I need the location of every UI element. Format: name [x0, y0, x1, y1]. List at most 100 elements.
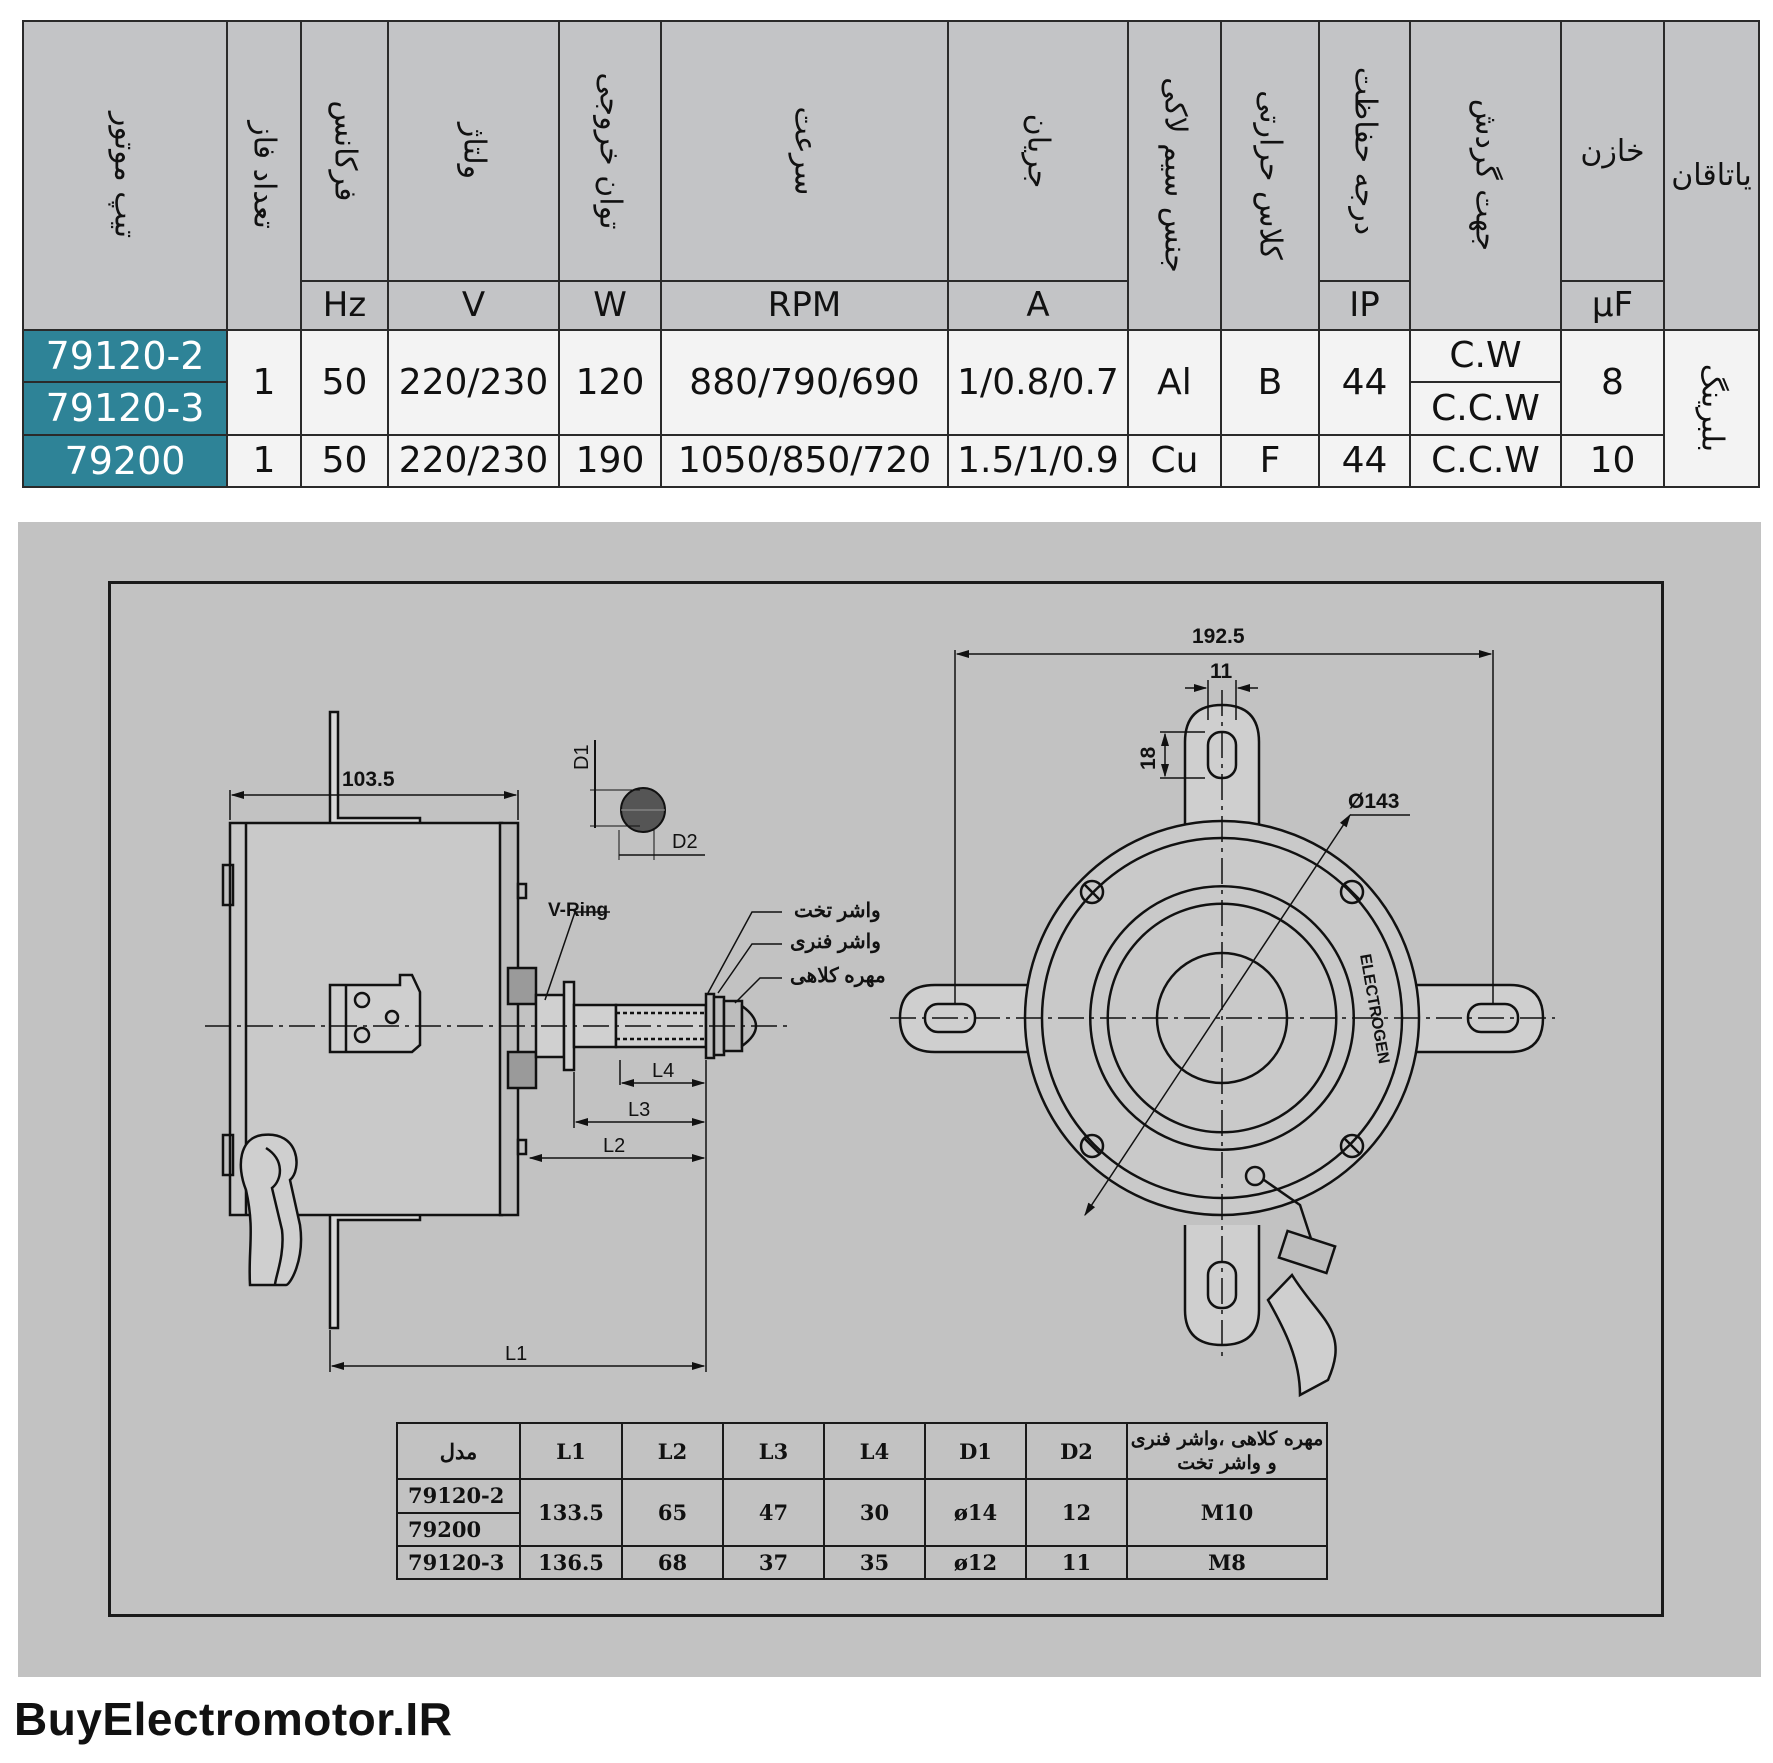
- wire-cell: Cu: [1127, 433, 1222, 488]
- dim-d1: D1: [571, 744, 593, 770]
- dim-header-d2: D2: [1025, 1421, 1128, 1481]
- dim-body-length: 103.5: [342, 768, 395, 791]
- header-speed: سرعت: [660, 19, 949, 283]
- header-bearing: یاتاقان: [1663, 20, 1760, 331]
- unit-capacitor: μF: [1560, 280, 1665, 331]
- dim-nut-cell: M10: [1126, 1478, 1328, 1547]
- header-thermal-class: کلاس حرارتی: [1220, 20, 1320, 331]
- dimension-table: مدل L1 L2 L3 L4 D1 D2 مهره کلاهی ،واشر ف…: [396, 1421, 1328, 1581]
- label-flat-washer: واشر تخت: [794, 900, 881, 923]
- unit-power: W: [558, 280, 662, 331]
- power-cell: 190: [558, 433, 662, 488]
- frequency-cell: 50: [300, 328, 389, 436]
- model-cell: 79200: [22, 433, 228, 488]
- phases-cell: 1: [226, 433, 302, 488]
- current-cell: 1/0.8/0.7: [947, 328, 1129, 436]
- unit-ip: IP: [1318, 280, 1411, 331]
- capacitor-cell: 10: [1560, 433, 1665, 488]
- unit-voltage: V: [387, 280, 560, 331]
- dim-diameter: Ø143: [1348, 790, 1399, 813]
- header-current: جریان: [947, 19, 1129, 283]
- dim-l3-cell: 37: [722, 1544, 825, 1581]
- unit-speed: RPM: [660, 280, 949, 331]
- phases-cell: 1: [226, 328, 302, 436]
- dim-d2: D2: [672, 831, 698, 853]
- capacitor-cell: 8: [1560, 328, 1665, 436]
- label-leaders: [544, 911, 782, 1004]
- drawing-frame: [108, 581, 1664, 1617]
- dim-l4: L4: [652, 1060, 674, 1082]
- dim-slot-width: 11: [1210, 660, 1233, 683]
- dim-d1-cell: ø12: [924, 1544, 1027, 1581]
- bearing-cell: بلبرینگ: [1663, 328, 1760, 489]
- site-brand: BuyElectromotor.IR: [14, 1693, 453, 1745]
- dim-l1-cell: 133.5: [519, 1478, 623, 1547]
- dim-l4-cell: 30: [823, 1478, 926, 1547]
- front-dimensions: [954, 649, 1494, 1217]
- label-spring-washer: واشر فنری: [790, 931, 881, 954]
- rotation-cell: C.C.W: [1409, 381, 1562, 436]
- dim-l1-cell: 136.5: [519, 1544, 623, 1581]
- header-motor-type: تیپ موتور: [22, 20, 228, 331]
- dim-overall-width: 192.5: [1192, 625, 1245, 648]
- current-cell: 1.5/1/0.9: [947, 433, 1129, 488]
- dim-l3: L3: [628, 1099, 650, 1121]
- front-view: [890, 690, 1555, 1398]
- label-v-ring: V-Ring: [548, 900, 608, 921]
- dim-l4-cell: 35: [823, 1544, 926, 1581]
- power-cell: 120: [558, 328, 662, 436]
- thermal-class-cell: F: [1220, 433, 1320, 488]
- side-dimensions: [229, 790, 707, 1372]
- header-protection-degree: درجه حفاظت: [1318, 19, 1411, 283]
- dim-nut-cell: M8: [1126, 1544, 1328, 1581]
- header-phases: تعداد فاز: [226, 20, 302, 331]
- model-cell: 79120-3: [22, 381, 228, 436]
- rotation-cell: C.C.W: [1409, 433, 1562, 488]
- model-cell: 79120-2: [22, 328, 228, 384]
- label-cap-nut: مهره کلاهی: [790, 965, 886, 988]
- dim-d2-cell: 11: [1025, 1544, 1128, 1581]
- rotation-cell: C.W: [1409, 328, 1562, 384]
- dim-d1-cell: ø14: [924, 1478, 1027, 1547]
- dim-l2-cell: 68: [621, 1544, 724, 1581]
- dim-header-model: مدل: [396, 1421, 521, 1481]
- side-view: [205, 710, 790, 1330]
- voltage-cell: 220/230: [387, 328, 560, 436]
- dim-header-l4: L4: [823, 1421, 926, 1481]
- dim-model-cell: 79120-3: [396, 1544, 521, 1581]
- thermal-class-cell: B: [1220, 328, 1320, 436]
- spec-table: تیپ موتور تعداد فاز فرکانس ولتاژ توان خر…: [22, 19, 1760, 489]
- header-frequency: فرکانس: [300, 19, 389, 283]
- ip-cell: 44: [1318, 433, 1411, 488]
- speed-cell: 880/790/690: [660, 328, 949, 436]
- speed-cell: 1050/850/720: [660, 433, 949, 488]
- dim-header-l3: L3: [722, 1421, 825, 1481]
- unit-frequency: Hz: [300, 280, 389, 331]
- dim-l2-cell: 65: [621, 1478, 724, 1547]
- dim-header-nut: مهره کلاهی ،واشر فنری و واشر تخت: [1126, 1421, 1328, 1481]
- dim-header-d1: D1: [924, 1421, 1027, 1481]
- ip-cell: 44: [1318, 328, 1411, 436]
- dim-l3-cell: 47: [722, 1478, 825, 1547]
- header-capacitor: خازن: [1560, 19, 1665, 283]
- dim-header-nut-line2: و واشر تخت: [1177, 1452, 1277, 1475]
- dim-header-l2: L2: [621, 1421, 724, 1481]
- shaft-section: [590, 740, 705, 860]
- header-voltage: ولتاژ: [387, 19, 560, 283]
- dim-d2-cell: 12: [1025, 1478, 1128, 1547]
- frequency-cell: 50: [300, 433, 389, 488]
- wire-cell: Al: [1127, 328, 1222, 436]
- voltage-cell: 220/230: [387, 433, 560, 488]
- dim-model-cell: 79200: [396, 1511, 521, 1547]
- dim-l2: L2: [603, 1135, 625, 1157]
- header-output-power: توان خروجی: [558, 19, 662, 283]
- unit-current: A: [947, 280, 1129, 331]
- dim-model-cell: 79120-2: [396, 1478, 521, 1514]
- header-rotation: جهت گردش: [1409, 20, 1562, 331]
- dim-slot-length: 18: [1137, 746, 1160, 770]
- dim-l1: L1: [505, 1343, 527, 1365]
- dim-header-nut-line1: مهره کلاهی ،واشر فنری: [1130, 1428, 1324, 1451]
- dim-header-l1: L1: [519, 1421, 623, 1481]
- header-wire-material: جنس سیم لاکی: [1127, 20, 1222, 331]
